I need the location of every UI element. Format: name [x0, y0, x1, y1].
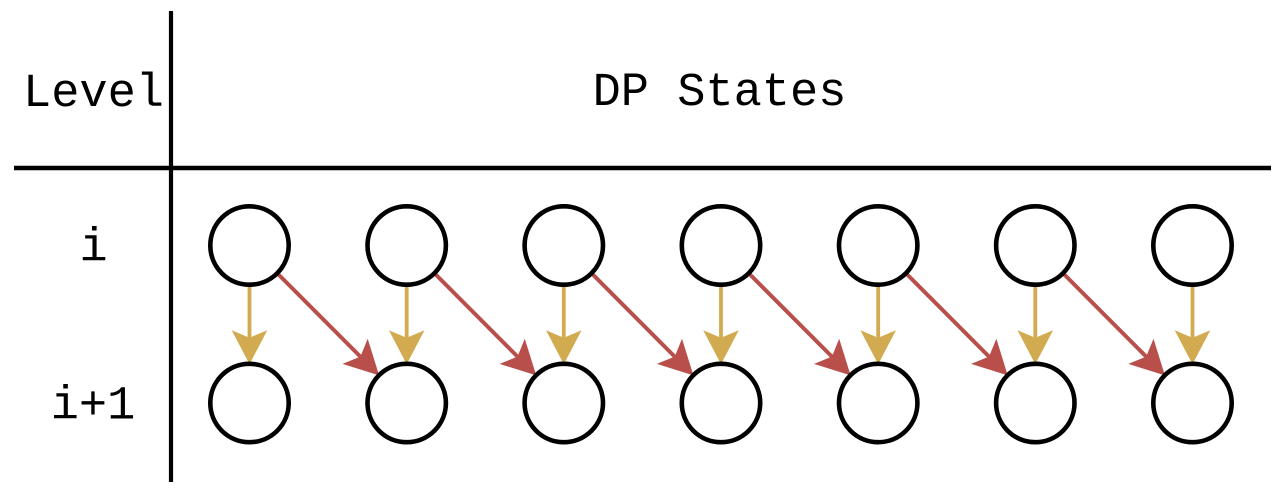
svg-text:i+1: i+1 [51, 381, 136, 434]
svg-text:DP States: DP States [593, 67, 847, 120]
svg-text:i: i [79, 223, 107, 276]
svg-text:Level: Level [23, 68, 164, 121]
